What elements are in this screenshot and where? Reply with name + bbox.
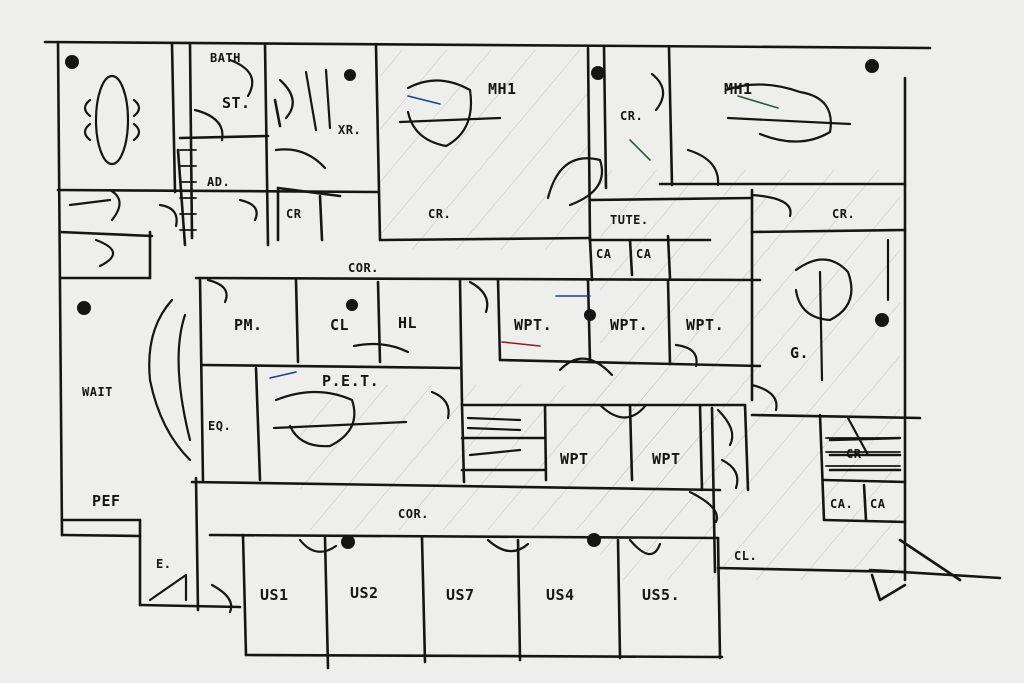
room-label-cr-lower: CR xyxy=(846,447,862,461)
room-label-cl: CL xyxy=(330,316,350,334)
room-label-us5: US5. xyxy=(642,586,681,604)
room-label-xray: XR. xyxy=(338,123,362,137)
structural-columns xyxy=(65,55,889,549)
room-label-tute: TUTE. xyxy=(610,213,649,227)
room-label-cl-bottom: CL. xyxy=(734,549,758,563)
room-label-us4: US4 xyxy=(546,586,575,604)
room-label-hl: HL xyxy=(398,314,418,332)
room-label-ca2: CA xyxy=(636,247,652,261)
corridor-hatching xyxy=(300,50,900,580)
room-label-cr-small: CR xyxy=(286,207,302,221)
lower-offices xyxy=(60,476,722,670)
top-left-rooms xyxy=(56,42,380,280)
room-label-ca4: CA xyxy=(870,497,886,511)
room-label-wpt-1: WPT. xyxy=(514,316,553,334)
room-label-entry: E. xyxy=(156,557,172,571)
room-label-cr-mid: CR. xyxy=(428,207,452,221)
room-label-storage: ST. xyxy=(222,94,251,112)
room-label-gym: G. xyxy=(790,344,810,362)
room-label-us2: US2 xyxy=(350,584,379,602)
entry-arrow xyxy=(148,573,188,602)
room-label-cr-top: CR. xyxy=(620,109,644,123)
room-label-us1: US1 xyxy=(260,586,289,604)
room-label-wpt-2: WPT. xyxy=(610,316,649,334)
room-label-pm: PM. xyxy=(234,316,263,334)
room-label-wpt-5: WPT xyxy=(652,450,681,468)
exterior-walls xyxy=(43,40,1002,659)
room-label-pet: P.E.T. xyxy=(322,372,380,390)
room-label-wait: WAIT xyxy=(82,385,113,399)
room-label-cr-right: CR. xyxy=(832,207,856,221)
room-label-mh1-right: MH1 xyxy=(724,80,753,98)
room-label-ca3: CA. xyxy=(830,497,854,511)
room-label-mh1-left: MH1 xyxy=(488,80,517,98)
corridor-label-top: COR. xyxy=(348,261,379,275)
room-label-pef: PEF xyxy=(92,492,121,510)
corridor-label-bottom: COR. xyxy=(398,507,429,521)
stairs xyxy=(179,149,901,467)
room-label-wpt-4: WPT xyxy=(560,450,589,468)
room-label-wpt-3: WPT. xyxy=(686,316,725,334)
top-middle-rooms xyxy=(374,44,907,402)
room-label-ca1: CA xyxy=(596,247,612,261)
room-label-equipment: EQ. xyxy=(208,419,232,433)
door-swings xyxy=(68,58,792,614)
room-label-us3: US7 xyxy=(446,586,475,604)
furniture xyxy=(83,68,890,457)
room-label-admin: AD. xyxy=(207,175,231,189)
room-label-bath: BATH xyxy=(210,51,241,65)
